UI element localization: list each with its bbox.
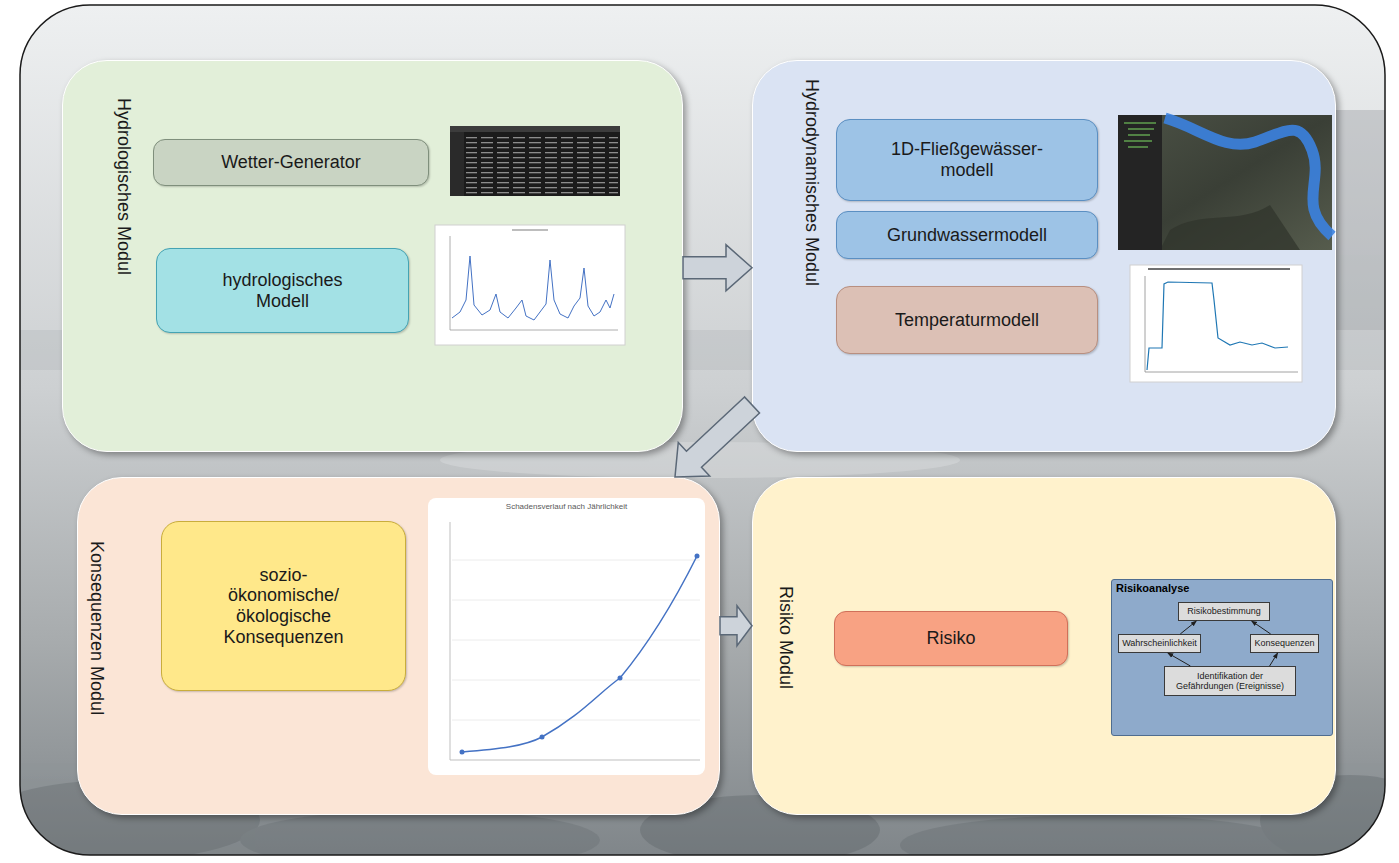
module-title: Hydrologisches Modul xyxy=(112,98,134,275)
connector-arrow xyxy=(1270,653,1278,666)
label-rotator: Risiko Modul xyxy=(774,586,796,689)
connector-arrow xyxy=(1252,621,1271,634)
flow-arrow xyxy=(683,245,752,291)
box-label: Wetter-Generator xyxy=(220,152,362,173)
connector-arrow xyxy=(1168,653,1191,666)
box-label: hydrologisches Modell xyxy=(221,270,344,311)
process-box: Konsequenzen xyxy=(1250,634,1319,653)
process-box: Temperaturmodell xyxy=(836,286,1098,354)
box-label: Grundwassermodell xyxy=(886,225,1049,246)
label-rotator: Hydrodynamisches Modul xyxy=(800,79,822,286)
map-thumbnail xyxy=(1118,115,1332,250)
risk-analysis-figure: RisikobestimmungWahrscheinlichkeit Konseq… xyxy=(1111,579,1333,736)
process-box: Wahrscheinlichkeit xyxy=(1118,634,1201,653)
box-label: 1D-Fließgewässer- modell xyxy=(890,139,1045,180)
damage-chart-thumbnail xyxy=(428,498,705,775)
box-label: Risiko xyxy=(925,628,977,649)
process-box: Grundwassermodell xyxy=(836,211,1098,259)
box-label: Identifikation der Gefährdungen (Ereigni… xyxy=(1168,671,1292,692)
process-box: hydrologisches Modell xyxy=(156,248,409,333)
module-title: Risiko Modul xyxy=(774,586,796,689)
module-panel: Risiko RisikobestimmungWahrscheinlichkeit… xyxy=(752,477,1336,815)
label-rotator: Hydrologisches Modul xyxy=(112,98,134,275)
temperature-chart-thumbnail xyxy=(1130,265,1302,382)
box-label: Konsequenzen xyxy=(1254,638,1314,648)
process-box: Risikobestimmung xyxy=(1178,602,1270,621)
process-box: Wetter-Generator xyxy=(153,139,429,186)
box-label: Temperaturmodell xyxy=(894,310,1041,331)
box-label: sozio- ökonomische/ ökologische Konseque… xyxy=(222,565,345,648)
module-title: Konsequenzen Modul xyxy=(85,541,107,715)
box-label: Wahrscheinlichkeit xyxy=(1122,638,1197,648)
process-box: Risiko xyxy=(834,611,1068,666)
table-thumbnail xyxy=(450,126,620,196)
rock xyxy=(900,815,1300,855)
rock xyxy=(240,810,600,855)
label-rotator: Konsequenzen Modul xyxy=(85,541,107,715)
flow-arrow xyxy=(720,606,752,646)
hydrograph-thumbnail xyxy=(435,225,625,345)
outer-frame xyxy=(20,5,1385,855)
process-box: 1D-Fließgewässer- modell xyxy=(836,119,1098,201)
box-label: Risikobestimmung xyxy=(1187,606,1261,616)
label-holder: Schadensverlauf nach Jährlichkeit xyxy=(445,502,688,512)
figure-title: Risikoanalyse xyxy=(1112,580,1332,597)
chart-title: Schadensverlauf nach Jährlichkeit xyxy=(445,502,688,512)
connector-arrow xyxy=(1180,621,1196,634)
process-box: sozio- ökonomische/ ökologische Konseque… xyxy=(161,521,406,691)
photo-ground xyxy=(20,5,1385,855)
module-title: Hydrodynamisches Modul xyxy=(800,79,822,286)
process-box: Identifikation der Gefährdungen (Ereigni… xyxy=(1164,666,1296,696)
flow-arrow xyxy=(675,397,760,477)
